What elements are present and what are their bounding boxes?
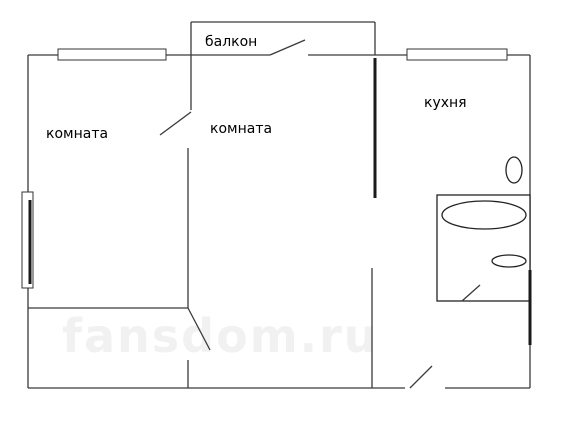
bathtub [441, 200, 527, 230]
balcony-outline [190, 21, 376, 56]
window-left-room [57, 48, 167, 61]
watermark: fansdom.ru [62, 309, 379, 363]
window-kitchen [406, 48, 508, 61]
entrance-door [409, 365, 433, 389]
balcony-door [269, 39, 306, 56]
label-kitchen: кухня [424, 95, 467, 111]
label-room-middle: комната [210, 121, 272, 137]
kitchen-sink [505, 156, 523, 184]
label-balcony: балкон [205, 34, 257, 50]
corridor-door [187, 307, 211, 351]
label-room-left: комната [46, 126, 108, 142]
interior-walls [28, 55, 433, 389]
bathroom-door [461, 284, 481, 302]
window-side [21, 191, 34, 289]
room-door [159, 111, 192, 136]
sink [491, 254, 527, 268]
bathroom-fixtures [436, 156, 532, 345]
windows [21, 48, 508, 289]
